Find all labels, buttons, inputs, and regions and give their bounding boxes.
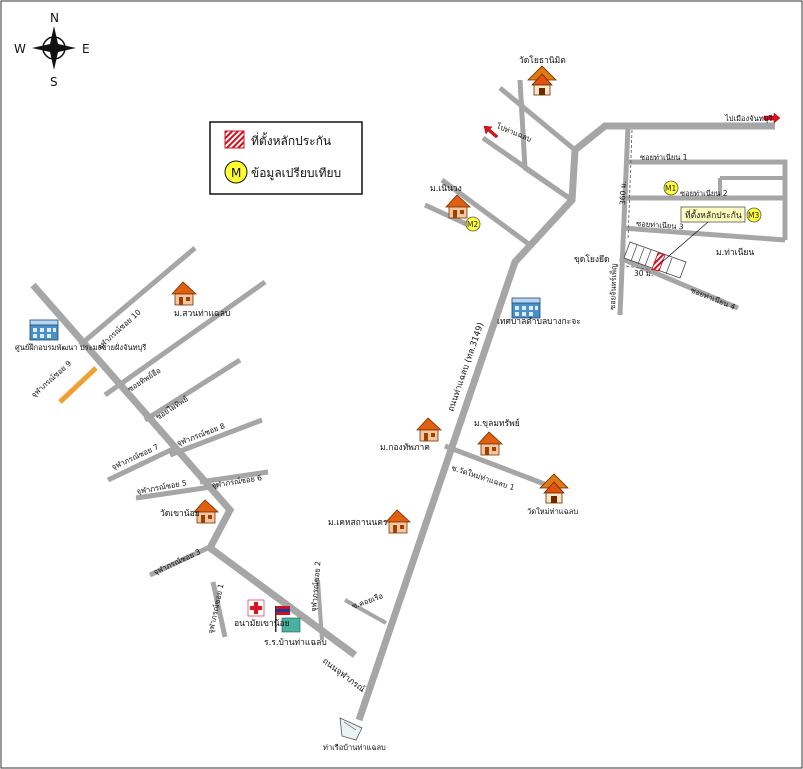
marker-m1: M1 <box>663 180 679 196</box>
svg-text:M2: M2 <box>467 220 478 229</box>
label-pier: ท่าเรือบ้านท่าแฉลบ <box>323 743 386 752</box>
marker-m3: M3 <box>746 207 762 223</box>
label-dist-360: 360 ม. <box>618 181 628 205</box>
marker-m2: M2 <box>465 216 481 232</box>
label-soi-tha-nian-3: ซอยท่าเนียน 3 <box>636 219 684 231</box>
label-soi-tha-nian-4: ซอยท่าเนียน 4 <box>689 286 737 312</box>
label-mu-suan: ม.สวนท่าแฉลบ <box>174 309 230 319</box>
label-soi-3: จุฬาภรณ์ซอย 3 <box>152 547 202 577</box>
house-icon <box>385 509 411 534</box>
compass-rose: N S E W <box>14 11 90 89</box>
legend-site-label: ที่ตั้งหลักประกัน <box>251 132 331 148</box>
legend-marker-letter: M <box>231 166 241 180</box>
house-icon <box>171 281 197 306</box>
legend-comparable-label: ข้อมูลเปรียบเทียบ <box>251 166 341 181</box>
label-mu-noen-wong: ม.เนินวง <box>430 184 462 194</box>
hospital-cross-icon <box>247 599 265 617</box>
label-wat-khao-noi: วัดเขาน้อย <box>160 508 200 519</box>
road-network <box>30 79 788 722</box>
label-soi-tha-nian-2: ซอยท่าเนียน 2 <box>680 189 728 198</box>
legend-box: ที่ตั้งหลักประกัน M ข้อมูลเปรียบเทียบ <box>209 121 363 195</box>
label-soi-tha-nian-1: ซอยท่าเนียน 1 <box>640 153 688 162</box>
label-wat-mai: วัดใหม่ท่าแฉลบ <box>527 507 578 516</box>
arrow-to-chanthaburi-icon <box>763 112 781 124</box>
training-center-building-icon <box>29 319 59 341</box>
compass-w: W <box>14 42 26 56</box>
municipality-building-icon <box>511 297 541 319</box>
label-training-center: ศูนย์ฝึกอบรมพัฒนา ประมงชายฝั่งจันทบุรี <box>15 342 146 352</box>
label-health-station: อนามัยเขาน้อย <box>234 618 290 629</box>
site-callout: ที่ตั้งหลักประกัน <box>661 206 746 263</box>
label-soi-2: จุฬาภรณ์ซอย 2 <box>309 561 322 613</box>
compass-n: N <box>50 11 59 25</box>
label-soi-chan-phen: ซอยจันทร์เพ็ญ <box>607 263 619 310</box>
pier-boat-icon <box>339 717 363 741</box>
house-icon <box>416 417 442 442</box>
svg-text:M1: M1 <box>665 184 676 193</box>
collateral-site <box>651 252 666 272</box>
label-wat-top: วัดโยธานิมิต <box>519 55 566 66</box>
temple-icon <box>527 65 557 96</box>
label-to-chanthaburi: ไปเมืองจันทบุรี <box>724 114 772 123</box>
temple-icon <box>539 473 569 504</box>
house-icon <box>477 431 503 456</box>
school-flag-icon <box>275 606 301 633</box>
svg-text:M3: M3 <box>748 211 759 220</box>
label-khu-yong-yot: ขุดโยงยึด <box>574 254 610 265</box>
label-mu-kong-thap: ม.กองทัพภาค <box>380 443 430 453</box>
label-mu-khun-sap: ม.ขุลมทรัพย์ <box>474 418 520 429</box>
highlight-soi-9 <box>58 366 98 404</box>
label-soi-khoi: ซ.คอยเรือ <box>351 591 385 611</box>
label-dist-30: 30 ม. <box>634 269 653 278</box>
svg-text:ที่ตั้งหลักประกัน: ที่ตั้งหลักประกัน <box>685 209 742 221</box>
compass-e: E <box>82 42 90 56</box>
label-municipality: เทศบาลตำบลบางกะจะ <box>497 317 581 327</box>
label-to-tha-mai: ไปท่าแฉลบ <box>494 121 533 144</box>
label-school: ร.ร.บ้านท่าแฉลบ <box>264 637 327 648</box>
arrow-to-tha-mai-icon <box>483 125 499 139</box>
label-mu-tha-nian: ม.ท่าเนียน <box>716 247 754 258</box>
label-chulabhorn-road: ถนนจุฬาภรณ์ <box>320 656 367 695</box>
compass-s: S <box>50 75 58 89</box>
label-mu-khet-nakhon: ม.เคหสถานนคร <box>328 518 388 528</box>
